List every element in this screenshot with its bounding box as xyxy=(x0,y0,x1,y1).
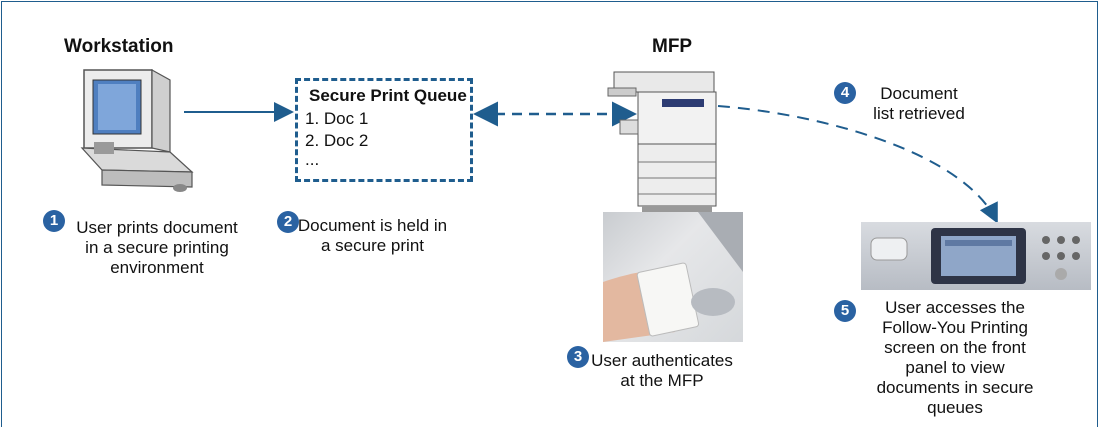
step-1-line: in a secure printing xyxy=(85,238,229,257)
workstation-icon xyxy=(80,68,194,192)
step-5-line: documents in secure xyxy=(876,378,1034,397)
secure-print-queue-box xyxy=(295,78,473,182)
step-5-text: User accesses the Follow-You Printing sc… xyxy=(870,298,1040,418)
mfp-icon xyxy=(607,71,717,214)
step-3-line: User authenticates xyxy=(591,351,733,370)
step-3-line: at the MFP xyxy=(620,371,704,390)
front-panel-photo xyxy=(861,222,1091,290)
step-4-text: Document list retrieved xyxy=(854,84,984,124)
step-2-text: Document is held in a secure print xyxy=(290,216,455,256)
step-5-line: panel to view xyxy=(905,358,1005,377)
step-3-badge: 3 xyxy=(567,346,589,368)
step-2-line: a secure print xyxy=(321,236,424,255)
mfp-heading: MFP xyxy=(652,36,693,57)
step-1-text: User prints document in a secure printin… xyxy=(62,218,252,278)
arrow-mfp-to-panel xyxy=(717,105,998,224)
queue-item: 1. Doc 1 xyxy=(305,109,369,128)
step-1-line: User prints document xyxy=(76,218,238,237)
step-1-line: environment xyxy=(110,258,204,277)
step-3-text: User authenticates at the MFP xyxy=(582,351,742,391)
step-5-line: screen on the front xyxy=(884,338,1026,357)
workstation-heading: Workstation xyxy=(64,36,174,57)
step-5-line: queues xyxy=(927,398,983,417)
step-2-line: Document is held in xyxy=(297,216,448,235)
step-5-line: Follow-You Printing xyxy=(882,318,1028,337)
step-1-badge: 1 xyxy=(43,210,65,232)
step-4-badge: 4 xyxy=(834,82,856,104)
step-2-badge: 2 xyxy=(277,211,299,233)
step-4-line: Document xyxy=(880,84,958,103)
queue-item: 2. Doc 2 xyxy=(305,131,369,150)
step-5-badge: 5 xyxy=(834,300,856,322)
card-authentication-photo xyxy=(603,212,743,342)
step-5-line: User accesses the xyxy=(885,298,1025,317)
queue-title: Secure Print Queue xyxy=(309,86,467,105)
queue-item: ... xyxy=(305,150,320,169)
step-4-line: list retrieved xyxy=(873,104,965,123)
